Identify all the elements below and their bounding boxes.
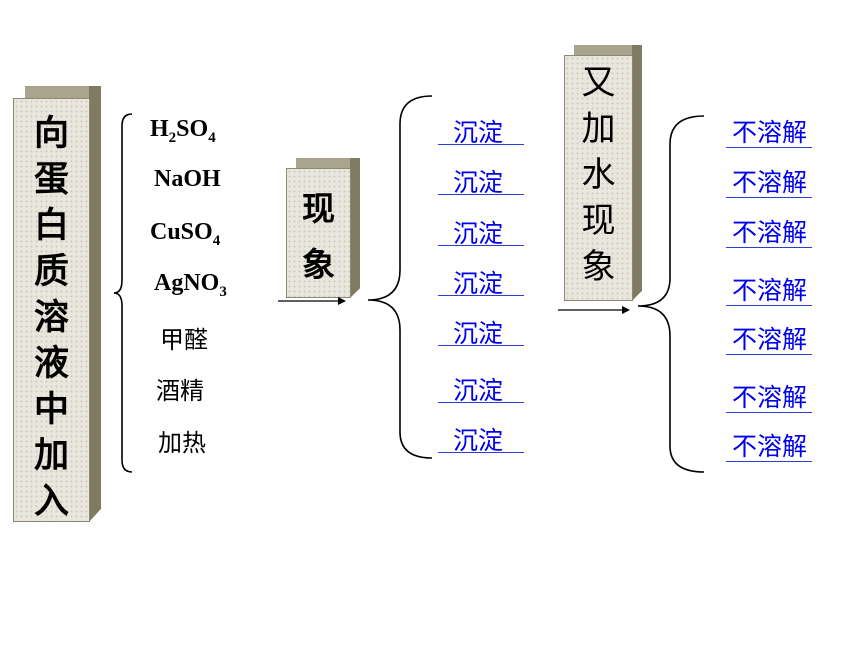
- reagent-formaldehyde: 甲醛: [160, 326, 208, 354]
- answer-underline: [726, 247, 812, 248]
- label-char: 水: [581, 155, 616, 195]
- label-char: 象: [302, 245, 335, 284]
- water-label-text: 又加水现象: [565, 60, 632, 290]
- right-brace: [637, 115, 705, 473]
- label-char: 加: [581, 109, 616, 149]
- reagent-agno3: AgNO3: [154, 270, 227, 300]
- reagent-cuso4: CuSO4: [150, 219, 221, 249]
- arrow-right-icon: [558, 306, 630, 314]
- water-result: 不溶解: [732, 118, 808, 147]
- left-label-box: 向蛋白质溶液中加入: [13, 86, 101, 522]
- reagent-alcohol: 酒精: [156, 377, 204, 405]
- label-char: 质: [33, 252, 69, 292]
- water-label-box: 又加水现象: [564, 45, 642, 301]
- answer-underline: [438, 144, 524, 145]
- left-brace: [113, 113, 133, 473]
- reagent-h2so4: H2SO4: [150, 116, 216, 146]
- phenomenon-result: 沉淀: [453, 219, 504, 248]
- answer-underline: [438, 245, 524, 246]
- label-char: 白: [33, 206, 69, 246]
- phenomenon-result: 沉淀: [453, 376, 504, 405]
- label-char: 现: [581, 201, 616, 241]
- answer-underline: [438, 345, 524, 346]
- label-char: 又: [581, 63, 616, 103]
- phenomenon-result: 沉淀: [453, 319, 504, 348]
- phenomenon-label-box: 现象: [286, 158, 360, 298]
- answer-underline: [438, 452, 524, 453]
- answer-underline: [726, 412, 812, 413]
- answer-underline: [726, 354, 812, 355]
- label-char: 中: [33, 390, 69, 430]
- water-result: 不溶解: [732, 432, 808, 461]
- phenomenon-result: 沉淀: [453, 269, 504, 298]
- answer-underline: [438, 194, 524, 195]
- water-result: 不溶解: [732, 325, 808, 354]
- phenomenon-result: 沉淀: [453, 168, 504, 197]
- reagent-naoh: NaOH: [154, 166, 221, 192]
- answer-underline: [726, 461, 812, 462]
- label-char: 向: [33, 114, 69, 154]
- answer-underline: [726, 197, 812, 198]
- arrow-right-icon: [278, 297, 346, 305]
- water-result: 不溶解: [732, 276, 808, 305]
- answer-underline: [726, 305, 812, 306]
- phenomenon-result: 沉淀: [453, 118, 504, 147]
- middle-brace: [367, 95, 433, 459]
- label-char: 液: [33, 344, 69, 384]
- water-result: 不溶解: [732, 383, 808, 412]
- phenomenon-result: 沉淀: [453, 426, 504, 455]
- answer-underline: [438, 295, 524, 296]
- water-result: 不溶解: [732, 218, 808, 247]
- water-result: 不溶解: [732, 168, 808, 197]
- label-char: 蛋: [33, 160, 69, 200]
- left-label-text: 向蛋白质溶液中加入: [14, 111, 89, 525]
- label-char: 入: [33, 482, 69, 522]
- label-char: 现: [302, 189, 335, 228]
- label-char: 溶: [33, 298, 69, 338]
- answer-underline: [438, 402, 524, 403]
- phenomenon-label-text: 现象: [287, 181, 350, 293]
- reagent-heating: 加热: [158, 429, 206, 457]
- answer-underline: [726, 147, 812, 148]
- label-char: 加: [33, 436, 69, 476]
- label-char: 象: [581, 247, 616, 287]
